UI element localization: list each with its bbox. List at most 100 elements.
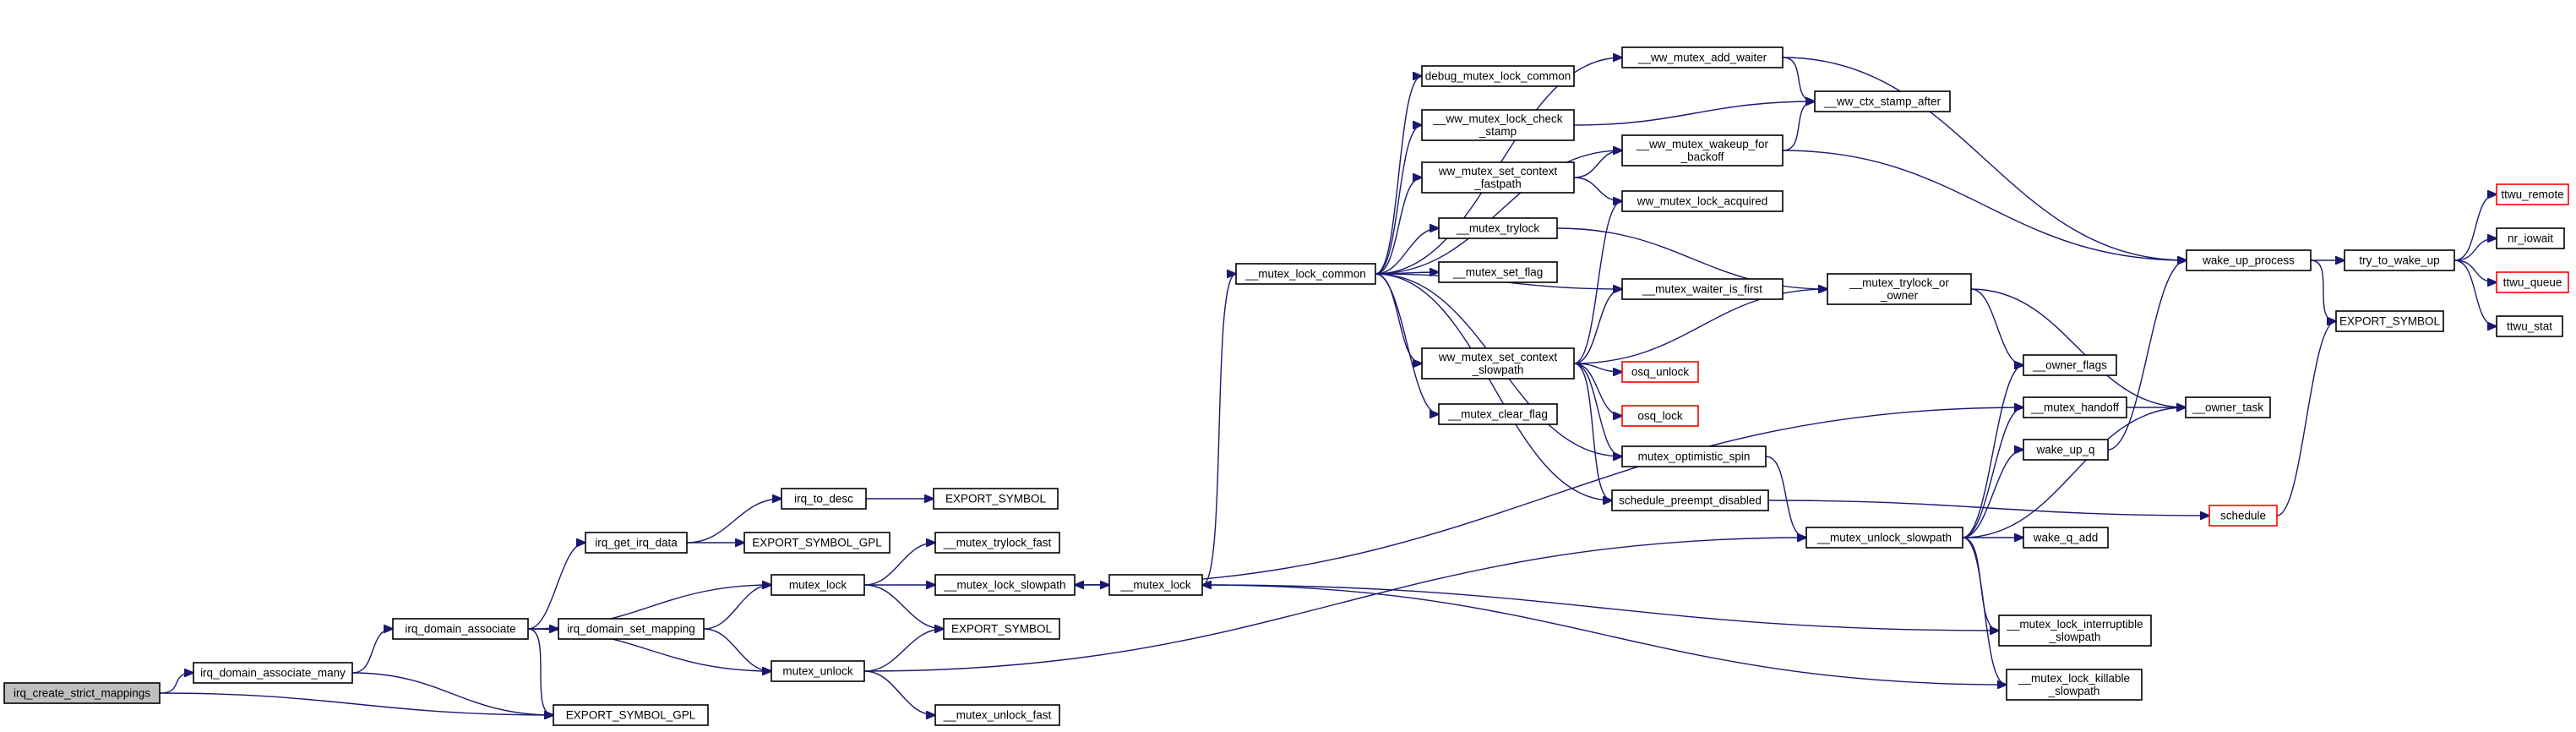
function-node-mutex-clear-flag[interactable]: __mutex_clear_flag [1438,403,1558,425]
function-node-irq-get-irq-data[interactable]: irq_get_irq_data [585,532,688,554]
node-box [392,618,529,640]
function-node-nr-iowait[interactable]: nr_iowait [2496,227,2565,249]
call-edge-n3-n2 [527,628,553,715]
node-label: __mutex_trylock_fast [943,537,1052,549]
node-box [3,682,161,704]
function-node-mutex-set-flag[interactable]: __mutex_set_flag [1438,261,1558,283]
node-box [193,662,353,684]
node-box [2006,669,2143,701]
call-edge-n16-n22 [1375,273,1422,363]
node-box [2496,227,2565,249]
node-box [558,618,705,640]
function-node-wake-up-process[interactable]: wake_up_process [2186,249,2312,271]
function-node-ww-mutex-lock-acquired[interactable]: ww_mutex_lock_acquired [1621,190,1784,212]
function-node-wake-up-q[interactable]: wake_up_q [2023,439,2109,461]
function-node-osq-unlock[interactable]: osq_unlock [1621,361,1699,383]
node-label: __mutex_lock [1119,579,1191,592]
function-node-mutex-lock[interactable]: mutex_lock [771,574,865,596]
function-node-owner-task[interactable]: __owner_task [2185,396,2271,418]
call-edge-n38-n37 [1962,450,2023,538]
node-label: mutex_optimistic_spin [1638,451,1751,463]
node-label: ww_mutex_set_context [1438,351,1558,363]
function-node-ttwu-remote[interactable]: ttwu_remote [2496,183,2569,205]
node-box [2023,354,2117,376]
function-node-ttwu-queue[interactable]: ttwu_queue [2496,271,2569,293]
node-box [2208,505,2278,527]
function-node-mutex-trylock-fast[interactable]: __mutex_trylock_fast [934,532,1060,554]
node-box [2496,271,2569,293]
function-node-ww-ctx-stamp-after[interactable]: __ww_ctx_stamp_after [1814,90,1951,112]
call-edge-n38-n41 [1962,537,2007,685]
function-node-mutex-lock-common[interactable]: __mutex_lock_common [1235,263,1376,285]
call-edge-n18-n32 [1573,101,1815,126]
node-label: __mutex_trylock_or [1849,276,1949,289]
function-node-mutex-trylock[interactable]: __mutex_trylock [1438,217,1558,239]
function-node-irq-create-strict-mappings[interactable]: irq_create_strict_mappings [3,682,161,704]
function-node-ww-mutex-set-context-fastpath[interactable]: ww_mutex_set_context_fastpath [1421,161,1575,194]
function-node-ww-mutex-add-waiter[interactable]: __ww_mutex_add_waiter [1621,46,1784,68]
node-label: EXPORT_SYMBOL_GPL [752,537,882,549]
node-box [934,574,1076,596]
node-box [1621,361,1699,383]
function-node-export-symbol[interactable]: EXPORT_SYMBOL [933,488,1059,510]
node-label: irq_get_irq_data [595,537,678,549]
function-node-mutex-handoff[interactable]: __mutex_handoff [2023,396,2127,418]
function-node-mutex-unlock-fast[interactable]: __mutex_unlock_fast [934,704,1060,726]
function-node-irq-domain-set-mapping[interactable]: irq_domain_set_mapping [558,618,705,640]
call-edge-n33-n34 [1970,288,2023,365]
call-edge-n16-n17 [1375,76,1422,275]
function-node-export-symbol-gpl[interactable]: EXPORT_SYMBOL_GPL [743,532,890,554]
node-box [2186,249,2312,271]
function-node-debug-mutex-lock-common[interactable]: debug_mutex_lock_common [1421,65,1575,87]
call-edge-n19-n25 [1573,150,1622,178]
node-label: __ww_mutex_lock_check [1432,112,1562,125]
function-node-wake-q-add[interactable]: wake_q_add [2023,527,2109,549]
function-node-osq-lock[interactable]: osq_lock [1621,405,1699,427]
node-box [2185,396,2271,418]
function-node-mutex-trylock-or-owner[interactable]: __mutex_trylock_or_owner [1827,273,1972,305]
function-node-export-symbol-gpl[interactable]: EXPORT_SYMBOL_GPL [553,704,709,726]
function-node-mutex-lock-killable-slowpath[interactable]: __mutex_lock_killable_slowpath [2006,669,2143,701]
node-label: __ww_mutex_wakeup_for [1636,138,1769,150]
node-label: __ww_mutex_add_waiter [1637,52,1767,64]
node-box [1421,347,1575,380]
node-label: __mutex_clear_flag [1447,408,1548,421]
function-node-irq-to-desc[interactable]: irq_to_desc [781,488,867,510]
call-edge-n38-n34 [1962,365,2023,538]
call-edge-n22-n30 [1573,363,1622,456]
function-node-mutex-lock-interruptible-slowpath[interactable]: __mutex_lock_interruptible_slowpath [1998,615,2152,647]
function-node-export-symbol[interactable]: EXPORT_SYMBOL [943,618,1060,640]
node-label: _stamp [1479,125,1517,138]
function-node-ww-mutex-lock-check-stamp[interactable]: __ww_mutex_lock_check_stamp [1421,109,1575,141]
call-edge-n37-n43 [2107,260,2187,451]
node-box [1108,574,1203,596]
call-edge-n33-n36 [1970,288,2186,407]
node-label: irq_domain_associate [405,623,515,636]
function-node-mutex-lock[interactable]: __mutex_lock [1108,574,1203,596]
function-node-ww-mutex-wakeup-for-backoff[interactable]: __ww_mutex_wakeup_for_backoff [1621,134,1784,167]
call-edge-n41-n15 [1202,585,2007,686]
node-box [1611,489,1769,511]
function-node-mutex-lock-slowpath[interactable]: __mutex_lock_slowpath [934,574,1076,596]
node-label: _fastpath [1473,178,1522,190]
function-node-mutex-unlock[interactable]: mutex_unlock [771,660,865,682]
call-edge-n20-n33 [1556,227,1827,289]
function-node-ttwu-stat[interactable]: ttwu_stat [2496,315,2563,337]
node-box [2023,396,2127,418]
call-edge-n4-n5 [686,499,782,544]
node-label: __mutex_set_flag [1452,266,1544,279]
function-node-export-symbol[interactable]: EXPORT_SYMBOL [2335,310,2444,332]
function-node-irq-domain-associate-many[interactable]: irq_domain_associate_many [193,662,353,684]
call-edge-n22-n26 [1573,201,1622,364]
function-node-mutex-unlock-slowpath[interactable]: __mutex_unlock_slowpath [1805,527,1963,549]
function-node-mutex-optimistic-spin[interactable]: mutex_optimistic_spin [1621,445,1767,467]
node-box [1421,65,1575,87]
function-node-schedule-preempt-disabled[interactable]: schedule_preempt_disabled [1611,489,1769,511]
function-node-mutex-waiter-is-first[interactable]: __mutex_waiter_is_first [1621,278,1784,300]
function-node-schedule[interactable]: schedule [2208,505,2278,527]
function-node-irq-domain-associate[interactable]: irq_domain_associate [392,618,529,640]
function-node-owner-flags[interactable]: __owner_flags [2023,354,2117,376]
function-node-ww-mutex-set-context-slowpath[interactable]: ww_mutex_set_context_slowpath [1421,347,1575,380]
function-node-try-to-wake-up[interactable]: try_to_wake_up [2344,249,2455,271]
